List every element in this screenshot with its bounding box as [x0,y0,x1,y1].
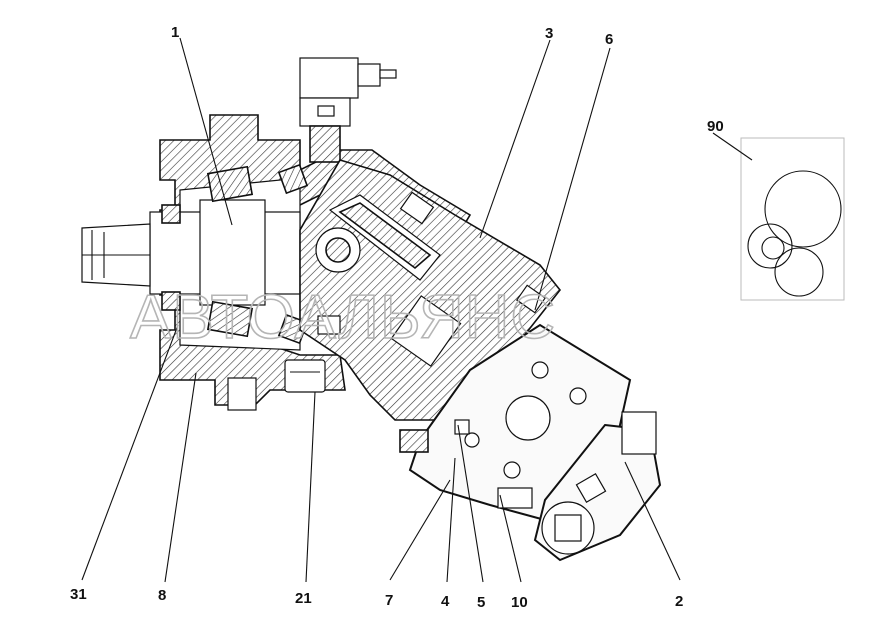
callout-6: 6 [605,31,613,48]
port-opening [505,395,551,441]
callout-2: 2 [675,593,683,610]
solenoid-valve [299,57,397,163]
spring [390,295,462,367]
seal-kit [740,137,845,301]
leader-lines [81,37,753,583]
callout-31: 31 [70,586,87,603]
callout-5: 5 [477,594,485,611]
plug-21 [284,359,326,393]
callout-90: 90 [707,118,724,135]
callout-7: 7 [385,592,393,609]
callout-8: 8 [158,587,166,604]
callout-21: 21 [295,590,312,607]
callout-4: 4 [441,593,450,610]
valve-block [533,411,662,562]
callout-1: 1 [171,24,179,41]
watermark: АВТОАЛЬЯНС [130,283,556,352]
callout-10: 10 [511,594,528,611]
shaft-seal [161,204,181,224]
callout-numbers: 1 3 6 90 31 8 21 7 4 5 10 2 [70,24,724,611]
callout-3: 3 [545,25,553,42]
